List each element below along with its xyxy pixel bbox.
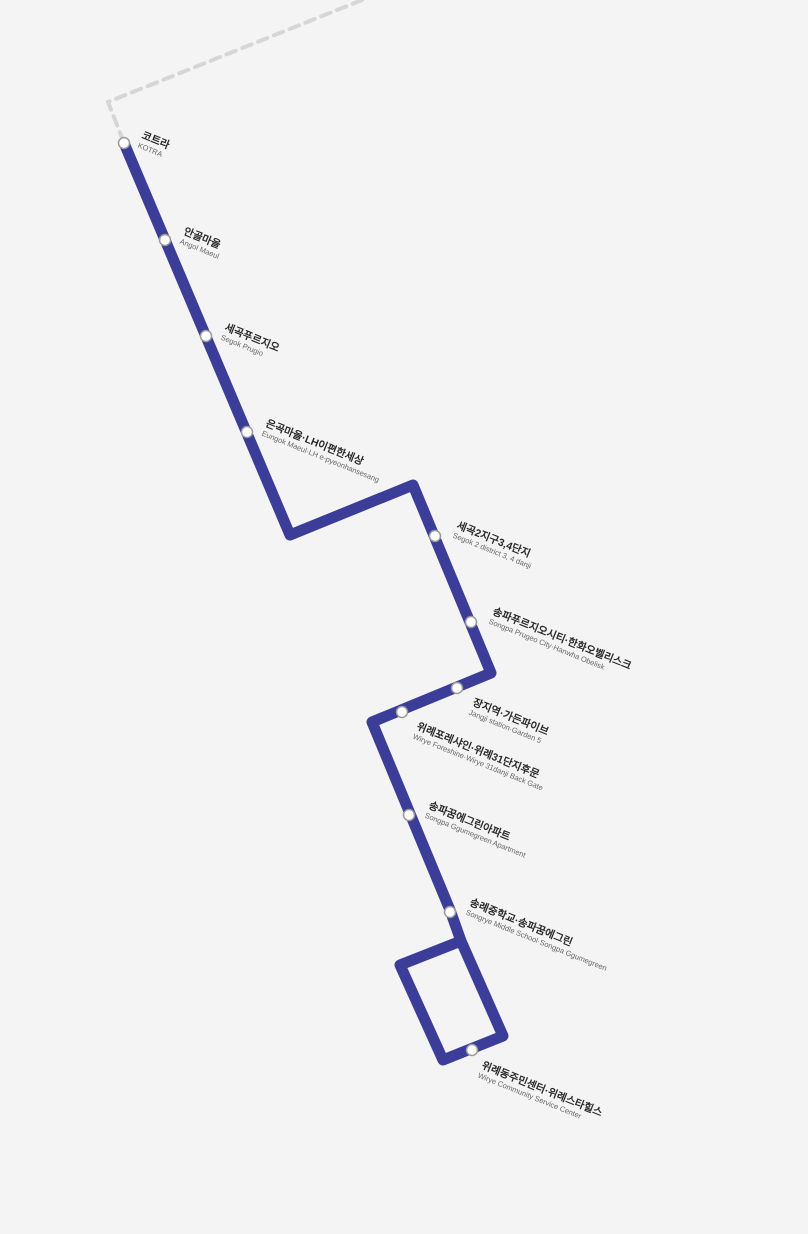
inactive-route-line (105, 0, 364, 145)
station-marker[interactable] (464, 615, 478, 629)
station-jangji-garden5[interactable]: 장지역·가든파이브 Jangji station·Garden 5 (450, 681, 551, 747)
station-marker[interactable] (465, 1043, 479, 1057)
station-marker[interactable] (199, 329, 213, 343)
station-name-ko: 위례동주민센터·위례스타힐스 (480, 1059, 605, 1120)
station-marker[interactable] (443, 905, 457, 919)
station-marker[interactable] (428, 529, 442, 543)
station-marker[interactable] (158, 233, 172, 247)
station-marker[interactable] (450, 681, 464, 695)
station-wirye-community-center[interactable]: 위례동주민센터·위례스타힐스 Wirye Community Service C… (465, 1043, 605, 1128)
station-name-en: Songrye Middle School·Songpa Ggumegreen (465, 908, 609, 973)
station-marker[interactable] (240, 425, 254, 439)
route-line (118, 137, 509, 1066)
station-marker[interactable] (395, 705, 409, 719)
station-marker[interactable] (402, 808, 416, 822)
station-marker[interactable] (117, 136, 131, 150)
station-name-ko: 송파푸르지오시티·한화오벨리스크 (491, 605, 634, 673)
